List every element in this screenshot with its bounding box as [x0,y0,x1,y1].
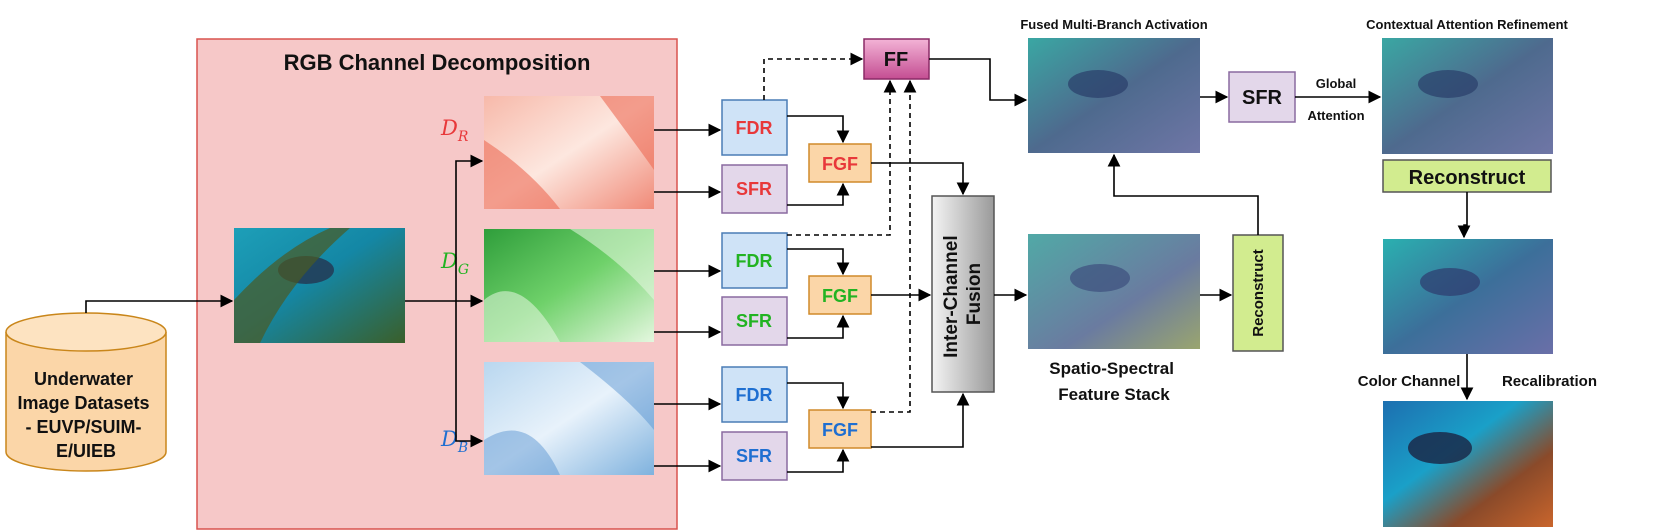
channel-sub-b: B [457,440,468,456]
contextual-caption: Contextual Attention Refinement [1366,17,1568,32]
spatio-caption-1: Spatio-Spectral [1049,359,1174,378]
inter-channel-fusion-label-1: Inter-Channel [941,235,962,357]
fdr-block-green [721,232,788,289]
global-caption: Global [1316,76,1356,91]
sfr-label-red: SFR [736,179,772,199]
channel-label-g: D [440,249,458,273]
arrow-ff-to-fused [929,58,1028,107]
blue-channel-image [484,362,654,475]
channel-sub-r: R [457,129,469,145]
reconstruct-block-horizontal [1382,159,1552,193]
arrow-fdr-fgf-green [787,248,850,276]
connectors [85,58,1474,473]
arrow-to-blue [455,301,484,448]
channel-sub-g: G [458,262,469,278]
fgf-label-blue: FGF [822,420,858,440]
output-image [1383,401,1553,527]
color-channel-caption: Color Channel [1358,373,1461,390]
dataset-label-line4: E/UIEB [56,441,116,461]
dataset-label-line2: Image Datasets [17,393,149,413]
arrow-sfr-fgf-green [787,314,850,339]
contextual-fish-shape [1418,70,1478,98]
sfr-label-blue: SFR [736,446,772,466]
sfr-block-green [721,296,788,346]
fdr-label-blue: FDR [736,385,773,405]
svg-text:DG: DG [440,249,469,278]
green-kelp-shape [484,229,654,342]
attention-caption: Attention [1307,108,1364,123]
sfr-block-blue [721,431,788,481]
sfr-global-block [1228,71,1296,123]
dataset-label-line1: Underwater [34,369,133,389]
svg-text:DR: DR [440,116,469,145]
inter-channel-fusion-block [931,195,995,393]
decomposition-title: RGB Channel Decomposition [284,50,591,75]
contextual-image [1382,38,1553,154]
svg-text:Underwater Image Datasets: Underwater Image Datasets - EUVP/SUIM- E… [17,369,154,461]
fused-fish-shape [1068,70,1128,98]
fdr-block-red [721,99,788,156]
channel-label-r: D [440,116,458,140]
dashed-fgf-blue-to-ff [871,79,917,413]
ff-block [863,38,930,80]
dataset-cylinder [5,312,167,472]
spatio-spectral-image [1028,234,1200,349]
spatio-caption-2: Feature Stack [1058,385,1170,404]
recalibration-caption: Recalibration [1502,373,1597,390]
fgf-label-red: FGF [822,154,858,174]
reconstruct-label-horizontal: Reconstruct [1409,167,1526,189]
reconstructed-image [1383,239,1553,354]
arrow-fgf-red-icf [871,162,970,196]
fused-caption: Fused Multi-Branch Activation [1020,17,1207,32]
dashed-fdr-green-to-ff [787,79,897,236]
dashed-fdr-red-to-ff [763,52,864,100]
sfr-block-red [721,164,788,214]
input-kelp-shape [234,228,350,343]
arrow-to-red [455,154,484,301]
ff-label: FF [884,49,908,71]
output-fish-shape [1408,432,1472,464]
arrow-fdr-fgf-blue [787,382,850,410]
arrow-sfr-fgf-red [787,182,850,206]
fgf-label-green: FGF [822,286,858,306]
sfr-global-label: SFR [1242,87,1283,109]
dashed-connectors [763,52,917,413]
fgf-block-red [808,143,872,183]
inter-channel-fusion-label-2: Fusion [964,263,985,325]
reconstruct-block-vertical [1232,234,1284,352]
fdr-label-green: FDR [736,251,773,271]
dataset-label-line3: - EUVP/SUIM- [25,417,141,437]
arrow-reconstruct-to-fused [1107,153,1259,235]
svg-text:Inter-Channel Fusion: Inter-Channel Fusion [941,230,985,358]
red-kelp-shape [484,96,654,209]
reconstructed-fish-shape [1420,268,1480,296]
sfr-label-green: SFR [736,311,772,331]
arrow-reconstruct-to-image [1457,192,1471,239]
reconstruct-label-vertical: Reconstruct [1250,249,1267,337]
svg-text:DB: DB [440,427,468,456]
channel-label-b: D [440,427,458,451]
fgf-block-blue [808,409,872,449]
arrow-fdr-fgf-red [787,115,850,144]
blue-kelp-shape [484,362,654,475]
arrow-dataset-to-input [85,294,234,313]
svg-text:Spatio-Spectral Feature St: Spatio-Spectral Feature Stack [1049,359,1178,404]
fdr-label-red: FDR [736,118,773,138]
spatio-fish-shape [1070,264,1130,292]
fdr-block-blue [721,366,788,423]
arrow-fgf-blue-icf [871,392,970,448]
arrow-sfr-fgf-blue [787,448,850,473]
